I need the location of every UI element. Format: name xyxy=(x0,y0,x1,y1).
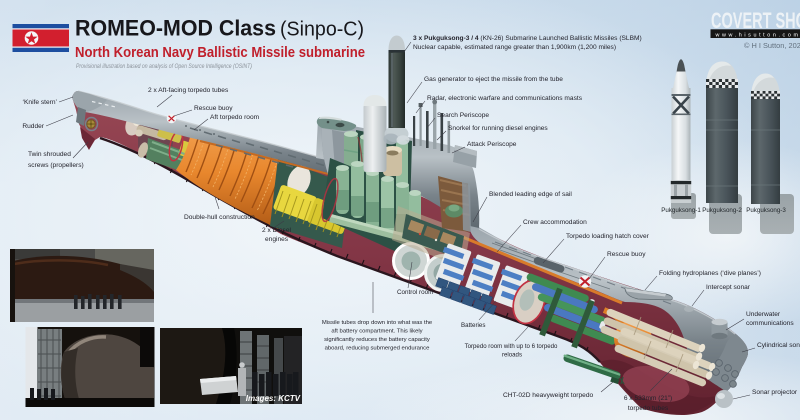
svg-text:Pukguksong-3: Pukguksong-3 xyxy=(746,207,786,214)
svg-text:2 x Diesel: 2 x Diesel xyxy=(262,227,291,234)
svg-text:Torpedo loading hatch cover: Torpedo loading hatch cover xyxy=(566,233,650,240)
svg-text:Rescue buoy: Rescue buoy xyxy=(194,105,233,112)
svg-text:Aft torpedo room: Aft torpedo room xyxy=(210,114,260,121)
svg-text:Pukguksong-1: Pukguksong-1 xyxy=(661,207,701,214)
svg-text:Crew accommodation: Crew accommodation xyxy=(523,219,587,226)
svg-text:significantly reduces the batt: significantly reduces the battery capaci… xyxy=(324,337,430,343)
svg-text:Images: KCTV: Images: KCTV xyxy=(246,394,301,403)
svg-text:© H I Sutton, 2021: © H I Sutton, 2021 xyxy=(744,41,800,50)
svg-text:Attack Periscope: Attack Periscope xyxy=(467,141,517,148)
svg-text:aft battery compartment. This: aft battery compartment. This likely xyxy=(331,329,422,335)
svg-text:aboard, reducing submerged end: aboard, reducing submerged endurance xyxy=(325,346,431,352)
svg-text:Sonar projector: Sonar projector xyxy=(752,389,798,396)
svg-text:‘Knife stern’: ‘Knife stern’ xyxy=(23,99,58,106)
svg-text:Radar, electronic warfare and: Radar, electronic warfare and communicat… xyxy=(427,95,583,102)
svg-text:www.hisutton.com: www.hisutton.com xyxy=(715,33,800,39)
svg-text:2 x Aft-facing torpedo tubes: 2 x Aft-facing torpedo tubes xyxy=(148,87,229,94)
svg-text:Gas generator to eject the mis: Gas generator to eject the missile from … xyxy=(424,76,563,83)
svg-text:3 x Pukguksong-3 / 4 (KN-26) S: 3 x Pukguksong-3 / 4 (KN-26) Submarine L… xyxy=(413,35,642,42)
svg-text:Rudder: Rudder xyxy=(22,123,44,130)
svg-text:Rescue buoy: Rescue buoy xyxy=(607,251,646,258)
svg-text:engines: engines xyxy=(265,236,289,243)
svg-text:Cylindrical sonar: Cylindrical sonar xyxy=(757,342,800,349)
svg-text:Control room: Control room xyxy=(397,289,433,296)
svg-text:communications: communications xyxy=(746,320,794,327)
svg-text:Nuclear capable, estimated ran: Nuclear capable, estimated range greater… xyxy=(413,44,616,51)
svg-text:Blended leading edge of sail: Blended leading edge of sail xyxy=(489,191,572,198)
svg-text:Intercept sonar: Intercept sonar xyxy=(706,284,751,291)
svg-text:reloads: reloads xyxy=(502,352,522,359)
svg-text:Pukguksong-2: Pukguksong-2 xyxy=(702,207,742,214)
svg-text:screws (propellers): screws (propellers) xyxy=(28,162,84,169)
svg-text:torpedo tubes: torpedo tubes xyxy=(628,405,669,412)
svg-text:Twin shrouded: Twin shrouded xyxy=(28,151,71,158)
svg-text:Folding hydroplanes (‘dive pla: Folding hydroplanes (‘dive planes’) xyxy=(659,270,761,277)
svg-text:Search Periscope: Search Periscope xyxy=(437,112,489,119)
svg-text:CHT-02D heavyweight torpedo: CHT-02D heavyweight torpedo xyxy=(503,392,593,399)
svg-text:Double-hull construction: Double-hull construction xyxy=(184,214,255,221)
svg-text:Torpedo room with up to 6 torp: Torpedo room with up to 6 torpedo xyxy=(465,343,558,350)
svg-text:6 x 533mm (21”): 6 x 533mm (21”) xyxy=(624,395,672,402)
svg-text:COVERT SHORES: COVERT SHORES xyxy=(711,8,800,33)
svg-text:Missile tubes drop down into w: Missile tubes drop down into what was th… xyxy=(322,320,433,326)
svg-text:Underwater: Underwater xyxy=(746,311,781,318)
svg-text:North Korean Navy Ballistic Mi: North Korean Navy Ballistic Missile subm… xyxy=(75,45,365,61)
svg-text:Batteries: Batteries xyxy=(461,322,485,329)
svg-text:ROMEO-MOD Class(Sinpo-C): ROMEO-MOD Class(Sinpo-C) xyxy=(75,16,364,41)
svg-text:Snorkel for running diesel eng: Snorkel for running diesel engines xyxy=(448,125,548,132)
svg-text:Provisional illustration based: Provisional illustration based on analys… xyxy=(76,63,252,70)
